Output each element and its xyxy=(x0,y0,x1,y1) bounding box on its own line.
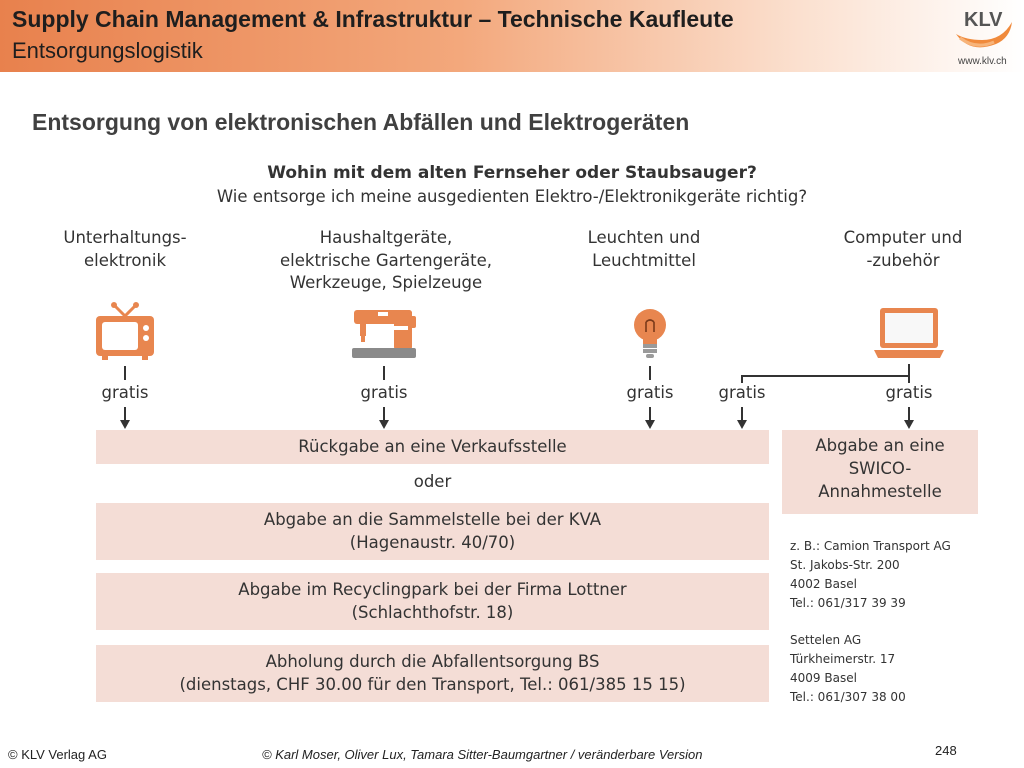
gratis-label: gratis xyxy=(718,383,766,402)
footer-authors: © Karl Moser, Oliver Lux, Tamara Sitter-… xyxy=(262,747,703,762)
category-line: Leuchtmittel xyxy=(592,250,696,270)
gratis-label: gratis xyxy=(101,383,149,402)
option-line: Abgabe an die Sammelstelle bei der KVA xyxy=(263,510,602,529)
category-line: elektronik xyxy=(83,250,167,270)
header-band xyxy=(0,0,1024,72)
category-entertainment-label: Unterhaltungs- elektronik xyxy=(40,227,210,272)
address-block-camion: z. B.: Camion Transport AG St. Jakobs-St… xyxy=(790,537,951,613)
question-headline: Wohin mit dem alten Fernseher oder Staub… xyxy=(267,163,757,183)
gratis-label: gratis xyxy=(885,383,933,402)
logo-url: www.klv.ch xyxy=(958,56,1007,67)
address-line: St. Jakobs-Str. 200 xyxy=(790,558,900,572)
arrow-down-icon xyxy=(737,420,747,429)
option-sale-point-box: Rückgabe an eine Verkaufsstelle xyxy=(96,430,769,464)
address-line: Tel.: 061/317 39 39 xyxy=(790,596,906,610)
option-line: Abholung durch die Abfallentsorgung BS xyxy=(265,652,600,671)
address-line: 4002 Basel xyxy=(790,577,857,591)
arrow-down-icon xyxy=(120,420,130,429)
category-line: Haushaltgeräte, xyxy=(319,228,453,247)
page-number: 248 xyxy=(935,743,957,758)
category-line: Leuchten und xyxy=(587,228,701,247)
gratis-label: gratis xyxy=(626,383,674,402)
address-line: z. B.: Camion Transport AG xyxy=(790,539,951,553)
arrow-stem xyxy=(383,407,385,421)
option-line: (dienstags, CHF 30.00 für den Transport,… xyxy=(179,675,686,694)
arrow-stem xyxy=(649,407,651,421)
category-line: elektrische Gartengeräte, xyxy=(280,250,492,270)
sewing-machine-icon xyxy=(352,310,416,358)
option-line: Abgabe an eine xyxy=(815,436,945,455)
category-line: Computer und xyxy=(843,228,963,247)
or-label: oder xyxy=(413,472,452,491)
gratis-label: gratis xyxy=(360,383,408,402)
category-line: Werkzeuge, Spielzeuge xyxy=(289,273,483,292)
arrow-down-icon xyxy=(379,420,389,429)
option-pickup-box: Abholung durch die Abfallentsorgung BS (… xyxy=(96,645,769,702)
footer-publisher: © KLV Verlag AG xyxy=(8,747,107,762)
arrow-down-icon xyxy=(904,420,914,429)
laptop-icon xyxy=(874,308,944,358)
logo-text: KLV xyxy=(964,9,1003,31)
address-line: Tel.: 061/307 38 00 xyxy=(790,690,906,704)
option-line: SWICO- xyxy=(848,459,912,478)
option-line: (Schlachthofstr. 18) xyxy=(351,603,514,622)
arrow-stem xyxy=(908,407,910,421)
address-block-settelen: Settelen AG Türkheimerstr. 17 4009 Basel… xyxy=(790,631,906,707)
option-kva-box: Abgabe an die Sammelstelle bei der KVA (… xyxy=(96,503,769,560)
address-line: Türkheimerstr. 17 xyxy=(790,652,896,666)
category-lights-label: Leuchten und Leuchtmittel xyxy=(564,227,724,272)
arrow-down-icon xyxy=(645,420,655,429)
connector-line xyxy=(649,366,651,380)
connector-line xyxy=(908,364,910,378)
category-line: -zubehör xyxy=(866,250,940,270)
option-line: Abgabe im Recyclingpark bei der Firma Lo… xyxy=(238,580,627,599)
category-line: Unterhaltungs- xyxy=(63,228,187,247)
split-bracket-line xyxy=(741,375,910,377)
arrow-stem xyxy=(741,407,743,421)
option-line: (Hagenaustr. 40/70) xyxy=(349,533,516,552)
split-bracket-left xyxy=(741,375,743,383)
klv-logo: KLV xyxy=(956,9,1012,48)
option-recycling-box: Abgabe im Recyclingpark bei der Firma Lo… xyxy=(96,573,769,630)
slide-heading: Entsorgung von elektronischen Abfällen u… xyxy=(32,109,690,135)
address-line: Settelen AG xyxy=(790,633,862,647)
category-computer-label: Computer und -zubehör xyxy=(818,227,988,272)
arrow-stem xyxy=(124,407,126,421)
address-line: 4009 Basel xyxy=(790,671,857,685)
option-line: Annahmestelle xyxy=(818,482,942,501)
connector-line xyxy=(383,366,385,380)
page-title: Supply Chain Management & Infrastruktur … xyxy=(12,6,734,32)
split-bracket-right xyxy=(908,375,910,383)
page-subtitle: Entsorgungslogistik xyxy=(12,38,203,63)
option-swico-box: Abgabe an eine SWICO- Annahmestelle xyxy=(782,430,978,514)
connector-line xyxy=(124,366,126,380)
light-bulb-icon xyxy=(634,309,666,358)
tv-icon xyxy=(96,302,154,360)
category-household-label: Haushaltgeräte, elektrische Gartengeräte… xyxy=(258,227,514,295)
question-subline: Wie entsorge ich meine ausgedienten Elek… xyxy=(216,187,808,206)
